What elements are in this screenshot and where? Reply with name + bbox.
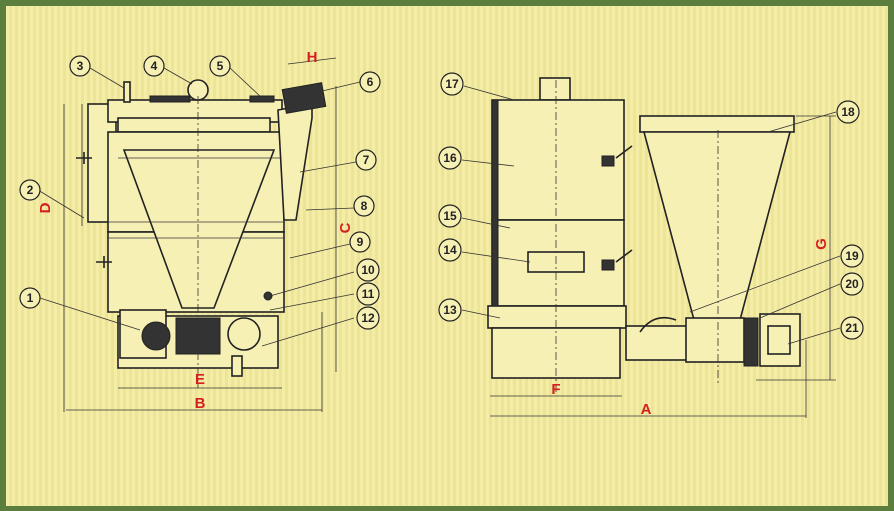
callout-14: 14 [438, 238, 462, 262]
callout-20: 20 [840, 272, 864, 296]
fan [227, 317, 261, 351]
svg-text:3: 3 [77, 59, 84, 73]
feed-arc [639, 316, 677, 333]
svg-text:19: 19 [845, 249, 859, 263]
callout-leaders [37, 67, 841, 347]
dim-label-c: C [337, 222, 354, 233]
dim-label-d: D [37, 202, 54, 213]
svg-text:18: 18 [841, 105, 855, 119]
inner-cone [122, 149, 276, 309]
top-cap [539, 77, 571, 101]
callout-11: 11 [356, 282, 380, 306]
callout-1: 1 [19, 287, 41, 309]
svg-text:6: 6 [367, 75, 374, 89]
svg-text:14: 14 [443, 243, 457, 257]
auger-housing [685, 317, 745, 363]
svg-text:21: 21 [845, 321, 859, 335]
hopper-lid [639, 115, 795, 133]
callout-5: 5 [209, 55, 231, 77]
feed-tube [625, 325, 691, 361]
dimension-labels: E B C D H F A G [37, 49, 830, 418]
side-chute [277, 103, 313, 221]
callout-7: 7 [355, 149, 377, 171]
callout-8: 8 [353, 195, 375, 217]
drain-pipe [231, 355, 243, 377]
svg-text:12: 12 [361, 311, 375, 325]
side-view [487, 77, 836, 418]
svg-text:11: 11 [362, 287, 375, 301]
svg-text:5: 5 [217, 59, 224, 73]
inlet-box [281, 82, 327, 114]
callout-12: 12 [356, 306, 380, 330]
callout-21: 21 [840, 316, 864, 340]
motor [141, 321, 171, 351]
gearbox [743, 317, 759, 367]
callout-3: 3 [69, 55, 91, 77]
svg-text:1: 1 [27, 291, 34, 305]
svg-text:13: 13 [443, 303, 457, 317]
hopper-rim [117, 117, 271, 133]
svg-text:4: 4 [151, 59, 158, 73]
svg-text:8: 8 [361, 199, 368, 213]
callout-4: 4 [143, 55, 165, 77]
svg-text:7: 7 [363, 153, 370, 167]
callout-18: 18 [836, 100, 860, 124]
dim-label-a: A [641, 401, 652, 418]
callout-9: 9 [349, 231, 371, 253]
top-pipe [123, 81, 131, 103]
callout-10: 10 [356, 258, 380, 282]
callout-16: 16 [438, 146, 462, 170]
callout-19: 19 [840, 244, 864, 268]
svg-text:10: 10 [361, 263, 375, 277]
dim-label-f: F [551, 381, 560, 398]
dim-label-g: G [813, 238, 830, 250]
dim-label-h: H [307, 49, 318, 66]
svg-text:17: 17 [445, 77, 459, 91]
bottom-band [487, 305, 627, 329]
boiler-diagram: 1 2 3 4 5 6 7 8 9 10 11 12 13 14 15 16 1… [19, 49, 864, 418]
svg-text:9: 9 [357, 235, 364, 249]
diagram-frame: 1 2 3 4 5 6 7 8 9 10 11 12 13 14 15 16 1… [6, 6, 888, 506]
svg-text:16: 16 [443, 151, 457, 165]
svg-text:15: 15 [443, 209, 457, 223]
callout-circles: 1 2 3 4 5 6 7 8 9 10 11 12 13 14 15 16 1… [19, 55, 864, 340]
hopper-cone [642, 131, 792, 321]
callout-2: 2 [19, 179, 41, 201]
callout-13: 13 [438, 298, 462, 322]
callout-6: 6 [359, 71, 381, 93]
callout-17: 17 [440, 72, 464, 96]
svg-text:20: 20 [845, 277, 859, 291]
dim-label-b: B [195, 395, 206, 412]
callout-15: 15 [438, 204, 462, 228]
dim-label-e: E [195, 371, 205, 388]
svg-text:2: 2 [27, 183, 34, 197]
front-view [63, 57, 337, 412]
